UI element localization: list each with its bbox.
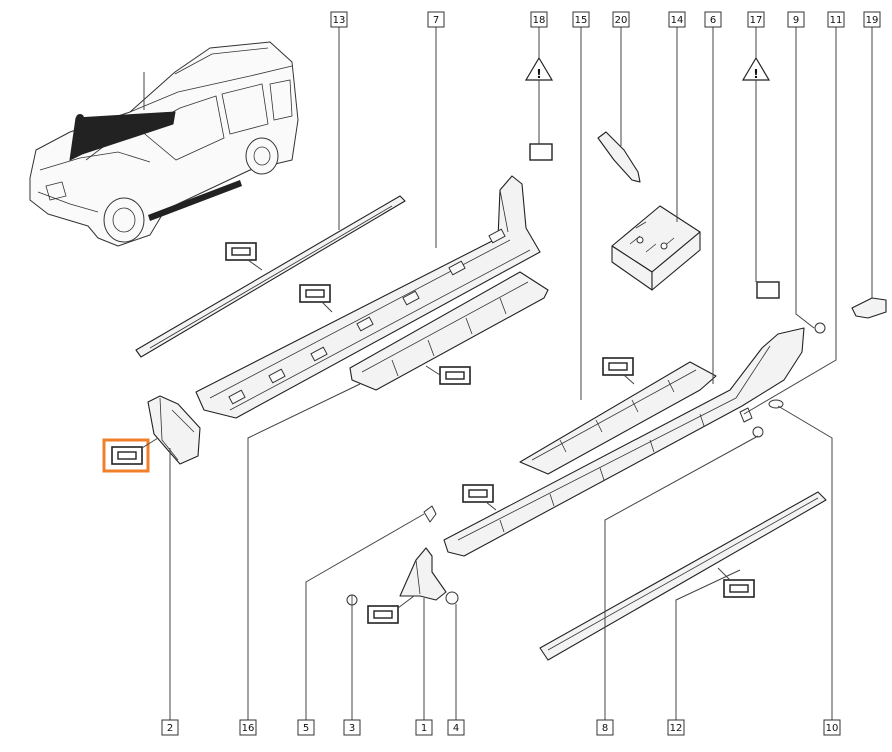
part-7-sill-trim[interactable] [195, 175, 541, 419]
label-tag-icon [367, 605, 399, 624]
label-tag-icon [439, 366, 471, 385]
callouts-top: 13 7 18 15 20 14 6 17 9 11 19 [330, 11, 881, 28]
label-tag-icon [111, 446, 143, 465]
part-13-roof-strip[interactable] [135, 195, 406, 358]
svg-text:11: 11 [830, 15, 843, 26]
svg-text:1: 1 [421, 723, 427, 734]
svg-text:16: 16 [242, 723, 255, 734]
svg-text:6: 6 [710, 15, 716, 26]
label-tag-icon [602, 357, 634, 376]
part-12-lower-molding[interactable] [539, 491, 827, 661]
svg-text:17: 17 [750, 15, 763, 26]
part-15-retainer-rail[interactable] [519, 361, 717, 475]
leader-lines [141, 26, 873, 720]
callout-4[interactable]: 4 [447, 719, 465, 736]
callout-13[interactable]: 13 [330, 11, 348, 28]
svg-text:13: 13 [333, 15, 346, 26]
callout-7[interactable]: 7 [427, 11, 445, 28]
part-2-end-cap[interactable] [147, 395, 201, 465]
label-tag-icon [462, 484, 494, 503]
callout-11[interactable]: 11 [827, 11, 845, 28]
callout-15[interactable]: 15 [572, 11, 590, 28]
svg-text:19: 19 [866, 15, 879, 26]
svg-text:2: 2 [167, 723, 173, 734]
callout-9[interactable]: 9 [787, 11, 805, 28]
callout-5[interactable]: 5 [297, 719, 315, 736]
callout-3[interactable]: 3 [343, 719, 361, 736]
svg-text:10: 10 [826, 723, 839, 734]
svg-text:5: 5 [303, 723, 309, 734]
callout-14[interactable]: 14 [668, 11, 686, 28]
label-tag-icon [299, 284, 331, 303]
part-7-clips [228, 228, 506, 405]
callout-18[interactable]: 18 [530, 11, 548, 28]
warning-triangle-icon: ! [741, 56, 771, 81]
callout-1[interactable]: 1 [415, 719, 433, 736]
label-tag-icon [723, 579, 755, 598]
callout-10[interactable]: 10 [823, 719, 841, 736]
callout-20[interactable]: 20 [612, 11, 630, 28]
svg-text:20: 20 [615, 15, 628, 26]
fasteners [346, 322, 826, 606]
svg-text:7: 7 [433, 15, 439, 26]
svg-text:18: 18 [533, 15, 546, 26]
svg-text:9: 9 [793, 15, 799, 26]
callout-12[interactable]: 12 [667, 719, 685, 736]
svg-text:!: ! [753, 67, 758, 81]
callout-6[interactable]: 6 [704, 11, 722, 28]
callouts-bottom: 2 16 5 3 1 4 8 12 10 [161, 719, 841, 736]
part-14-fastener-kit[interactable] [611, 205, 701, 291]
svg-text:12: 12 [670, 723, 683, 734]
callout-2[interactable]: 2 [161, 719, 179, 736]
warning-triangle-icon: ! [524, 56, 554, 81]
callout-19[interactable]: 19 [863, 11, 881, 28]
part-20-strip[interactable] [597, 131, 641, 183]
svg-text:!: ! [536, 67, 541, 81]
callout-8[interactable]: 8 [596, 719, 614, 736]
vehicle-illustration [29, 41, 299, 247]
highlight-box [102, 438, 150, 473]
part-1-bracket[interactable] [399, 505, 447, 601]
sticker-18 [529, 143, 553, 161]
part-19-clip[interactable] [851, 297, 887, 319]
label-tag-icon [225, 242, 257, 261]
callout-16[interactable]: 16 [239, 719, 257, 736]
svg-text:15: 15 [575, 15, 588, 26]
svg-text:3: 3 [349, 723, 355, 734]
callout-17[interactable]: 17 [747, 11, 765, 28]
svg-text:4: 4 [453, 723, 459, 734]
part-6-sill-trim-right[interactable] [443, 327, 805, 557]
sticker-17 [756, 281, 780, 299]
part-16-bracket-rail[interactable] [349, 271, 549, 391]
svg-text:14: 14 [671, 15, 684, 26]
svg-text:8: 8 [602, 723, 608, 734]
label-tags [111, 143, 780, 624]
